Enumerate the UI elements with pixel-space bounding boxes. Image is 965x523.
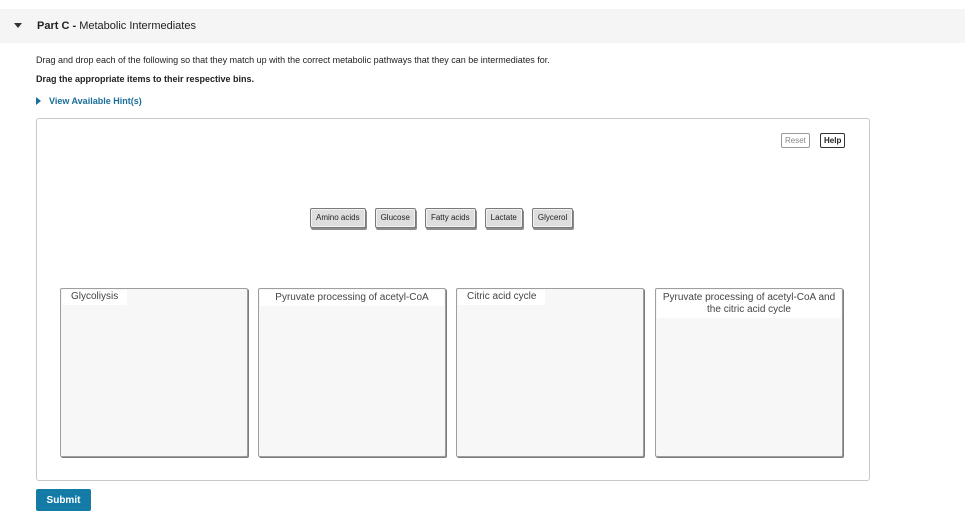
bin-label: Pyruvate processing of acetyl-CoA and th… (657, 290, 841, 318)
part-title: Part C - Metabolic Intermediates (37, 20, 196, 32)
bin-label: Glycoliysis (62, 290, 128, 305)
reset-button[interactable]: Reset (781, 133, 810, 148)
bin-label: Citric acid cycle (458, 290, 546, 305)
view-hints-link[interactable]: View Available Hint(s) (36, 96, 142, 106)
help-button[interactable]: Help (820, 133, 846, 148)
caret-right-icon (36, 97, 41, 105)
bin-pyruvate-processing[interactable]: Pyruvate processing of acetyl-CoA (258, 288, 446, 457)
collapse-caret-icon[interactable] (14, 23, 22, 28)
draggable-items: Amino acids Glucose Fatty acids Lactate … (310, 208, 574, 228)
draggable-item-fatty-acids[interactable]: Fatty acids (424, 208, 476, 228)
part-header: Part C - Metabolic Intermediates (0, 9, 965, 43)
bin-label: Pyruvate processing of acetyl-CoA (260, 290, 444, 306)
submit-button[interactable]: Submit (36, 489, 91, 511)
bin-pyruvate-and-citric-acid-cycle[interactable]: Pyruvate processing of acetyl-CoA and th… (655, 288, 843, 457)
bin-citric-acid-cycle[interactable]: Citric acid cycle (456, 288, 644, 457)
part-label: Part C - (37, 20, 80, 32)
instruction-bold-text: Drag the appropriate items to their resp… (36, 74, 255, 84)
draggable-item-lactate[interactable]: Lactate (484, 208, 523, 228)
drag-drop-board: Reset Help Amino acids Glucose Fatty aci… (36, 118, 870, 481)
hint-label: View Available Hint(s) (49, 96, 142, 106)
draggable-item-amino-acids[interactable]: Amino acids (310, 208, 366, 228)
bin-glycolysis[interactable]: Glycoliysis (60, 288, 248, 457)
part-name: Metabolic Intermediates (79, 20, 196, 32)
instruction-text: Drag and drop each of the following so t… (36, 55, 550, 65)
draggable-item-glycerol[interactable]: Glycerol (531, 208, 574, 228)
draggable-item-glucose[interactable]: Glucose (374, 208, 416, 228)
